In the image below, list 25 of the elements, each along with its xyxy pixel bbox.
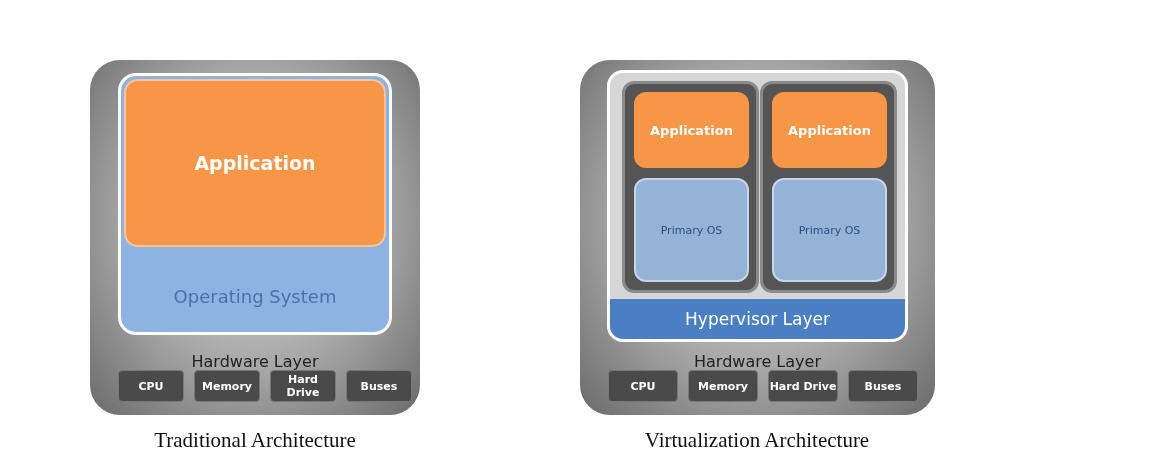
hardware-layer-panel <box>90 60 420 415</box>
component-chip: Hard Drive <box>270 370 336 402</box>
application-box: Application <box>634 92 749 168</box>
virtual-machine-box <box>622 81 759 293</box>
application-box: Application <box>772 92 887 168</box>
component-chip: CPU <box>608 370 678 402</box>
component-chip: Memory <box>688 370 758 402</box>
hypervisor-layer <box>607 70 908 342</box>
diagram-caption: Virtualization Architecture <box>644 428 870 453</box>
virtual-machine-box <box>760 81 897 293</box>
diagram-caption: Traditional Architecture <box>154 428 356 453</box>
os-layer <box>118 73 392 335</box>
guest-os-box: Primary OS <box>634 178 749 282</box>
layer-label: Operating System <box>173 285 337 307</box>
component-chip: Buses <box>848 370 918 402</box>
layer-label: Hardware Layer <box>191 351 319 371</box>
component-chip: CPU <box>118 370 184 402</box>
component-chip: Hard Drive <box>768 370 838 402</box>
guest-os-box: Primary OS <box>772 178 887 282</box>
component-chip: Memory <box>194 370 260 402</box>
component-chip: Buses <box>346 370 412 402</box>
layer-label: Hypervisor Layer <box>685 309 830 329</box>
hardware-layer-panel <box>580 60 935 415</box>
layer-label: Hardware Layer <box>694 351 821 371</box>
application-box: Application <box>124 79 386 247</box>
